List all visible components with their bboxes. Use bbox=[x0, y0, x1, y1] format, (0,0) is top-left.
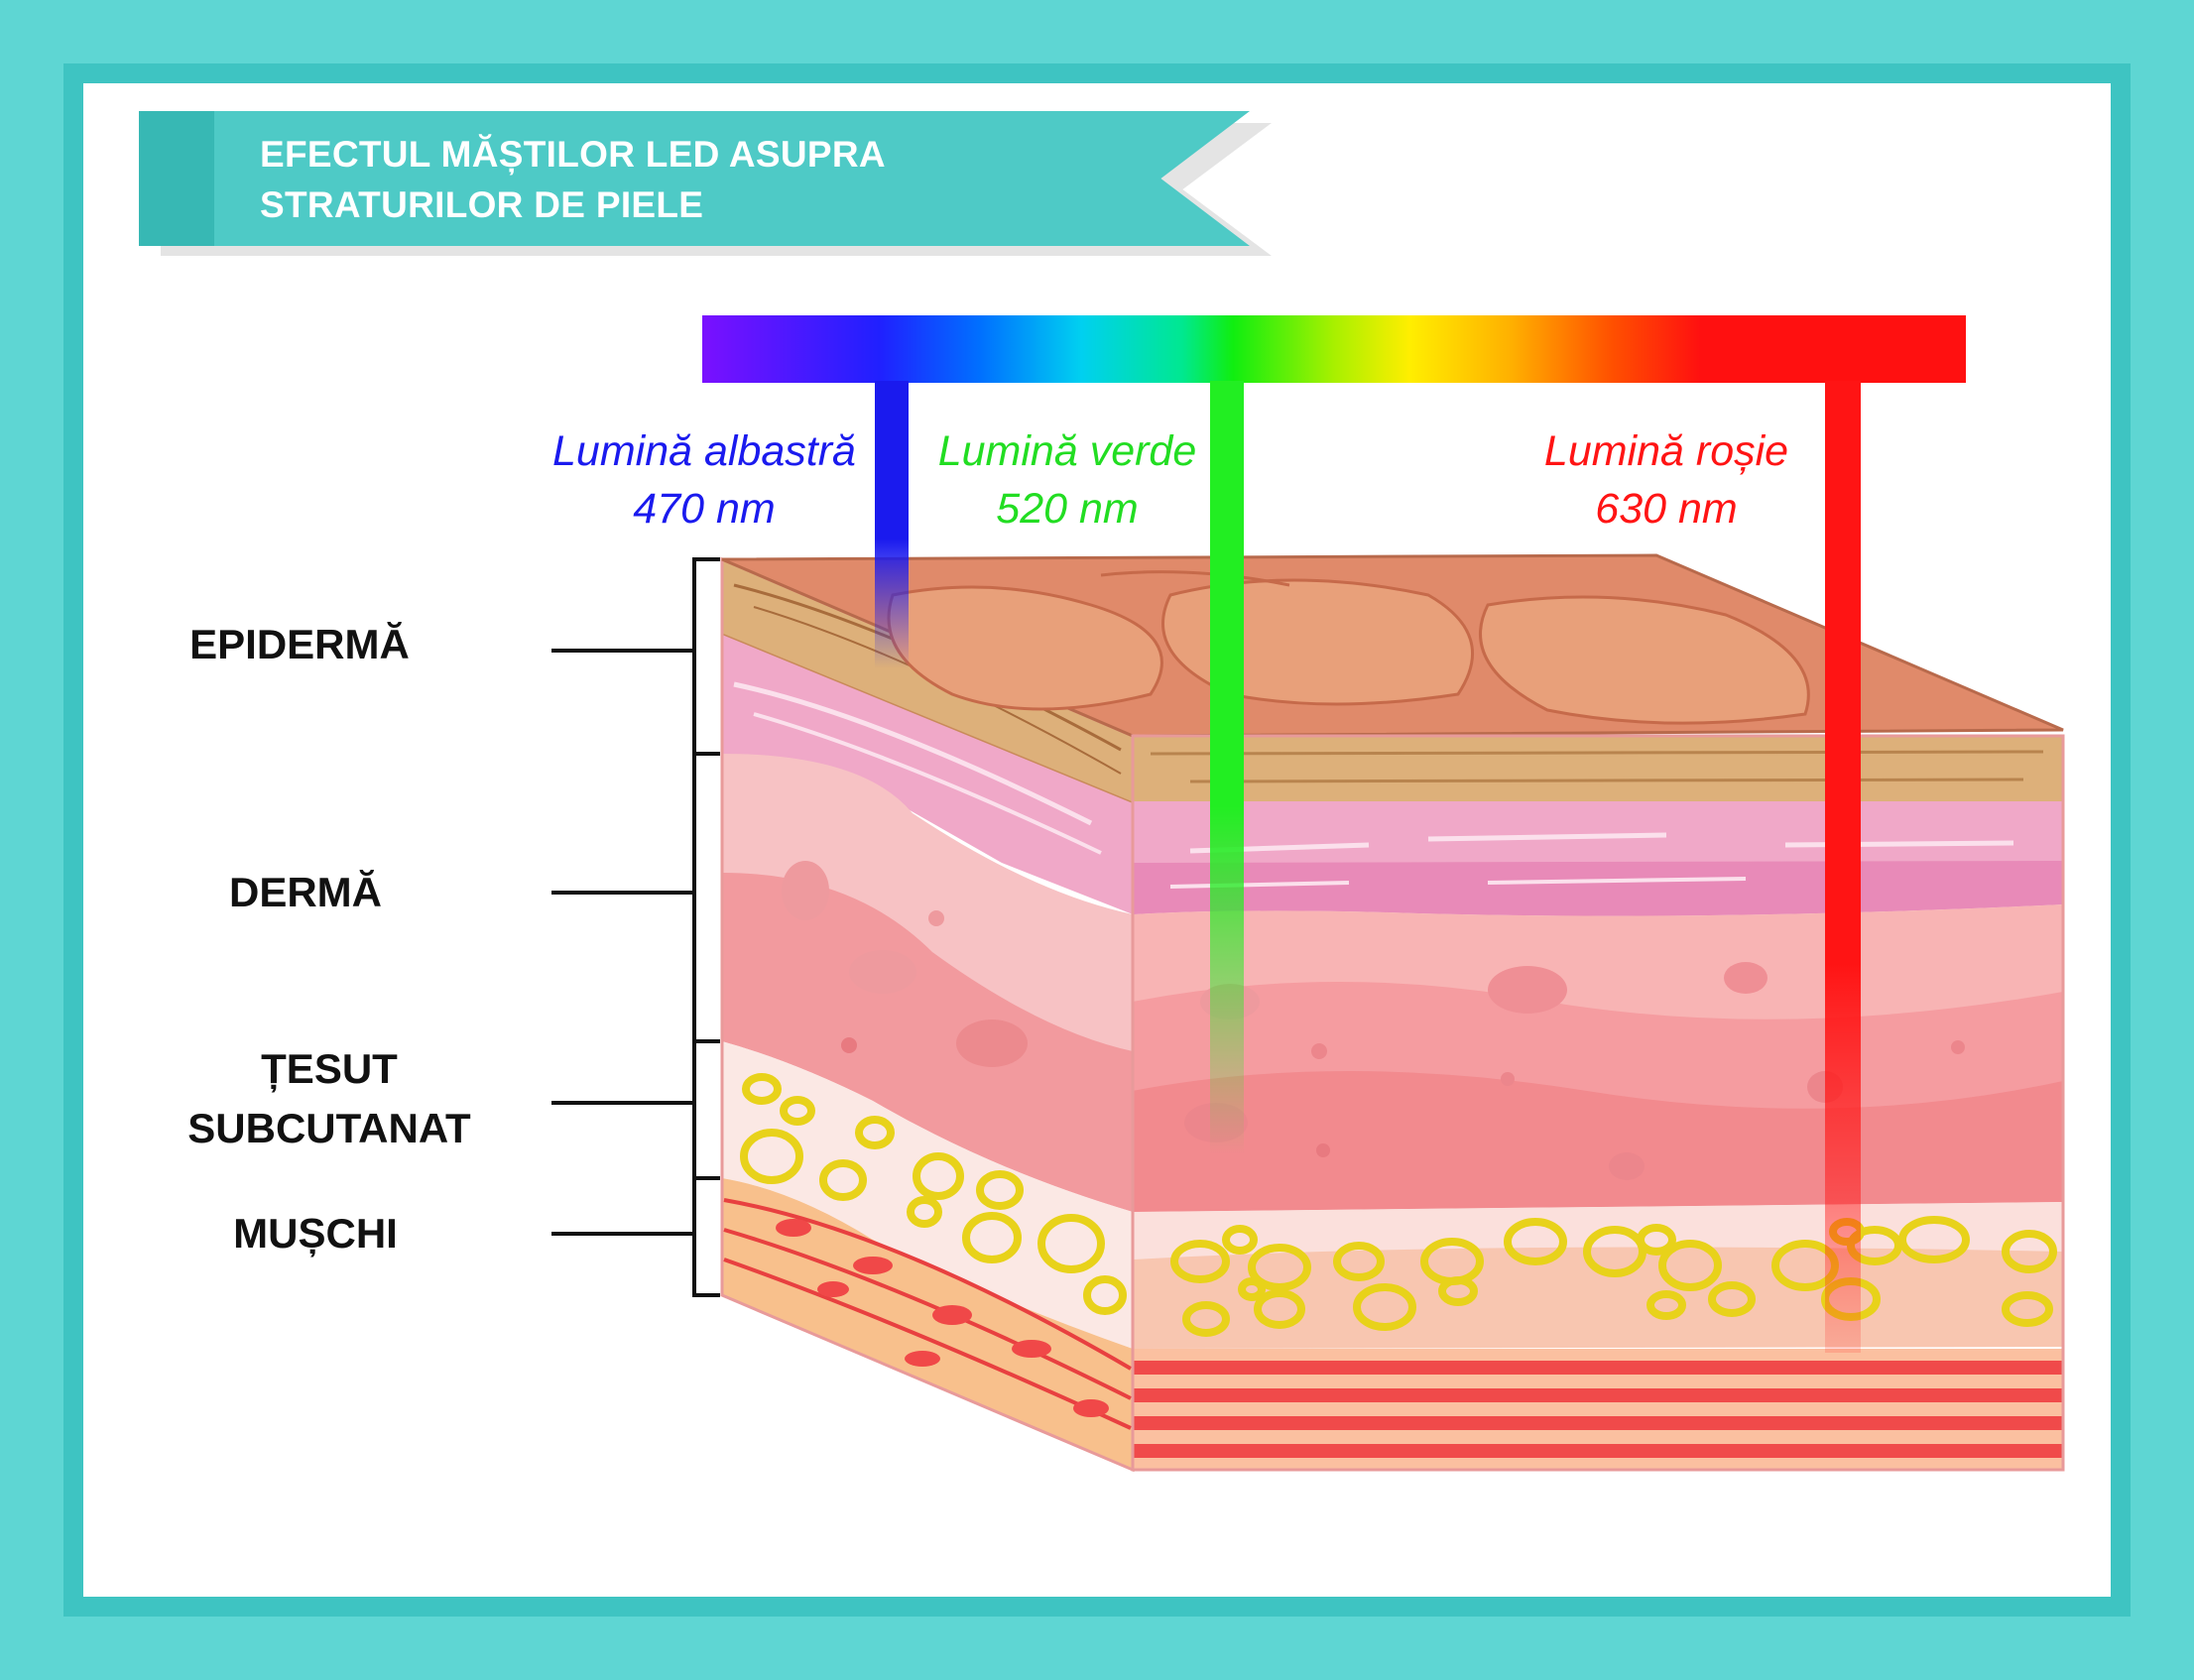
skin-block-side bbox=[720, 556, 1135, 1473]
layer-label-line: DERMĂ bbox=[229, 869, 382, 915]
title-line-1: EFECTUL MĂȘTILOR LED ASUPRA bbox=[260, 134, 886, 175]
blue-light-label: Lumină albastră 470 nm bbox=[526, 422, 883, 538]
title-banner bbox=[139, 111, 1250, 246]
layer-label-line: SUBCUTANAT bbox=[187, 1105, 471, 1151]
fat-cells bbox=[1170, 1216, 2057, 1337]
layer-label-muscle: MUȘCHI bbox=[157, 1204, 474, 1263]
layer-label-line: ȚESUT bbox=[261, 1045, 398, 1092]
red-light-name: Lumină roșie bbox=[1543, 427, 1789, 475]
title-line-2: STRATURILOR DE PIELE bbox=[260, 184, 704, 225]
light-spectrum-bar bbox=[702, 315, 1966, 383]
banner-stripe bbox=[139, 111, 214, 246]
green-light-wavelength: 520 nm bbox=[996, 485, 1139, 533]
red-light-wavelength: 630 nm bbox=[1595, 485, 1738, 533]
green-light-label: Lumină verde 520 nm bbox=[889, 422, 1246, 538]
green-light-name: Lumină verde bbox=[937, 427, 1197, 475]
blue-light-beam bbox=[875, 381, 909, 668]
muscle-layer bbox=[1133, 1349, 2063, 1470]
skin-block-front bbox=[1131, 734, 2065, 1472]
page-title: EFECTUL MĂȘTILOR LED ASUPRA STRATURILOR … bbox=[260, 129, 1133, 230]
layer-bracket bbox=[551, 557, 720, 1297]
red-light-label: Lumină roșie 630 nm bbox=[1488, 422, 1845, 538]
layer-label-line: MUȘCHI bbox=[233, 1210, 398, 1257]
blue-light-name: Lumină albastră bbox=[552, 427, 856, 475]
layer-label-subcutaneous: ȚESUT SUBCUTANAT bbox=[171, 1039, 488, 1158]
layer-label-dermis: DERMĂ bbox=[147, 863, 464, 922]
layer-label-line: EPIDERMĂ bbox=[189, 621, 410, 667]
blue-light-wavelength: 470 nm bbox=[633, 485, 776, 533]
layer-label-epidermis: EPIDERMĂ bbox=[141, 615, 458, 674]
green-light-beam bbox=[1210, 381, 1244, 1154]
red-light-beam bbox=[1825, 381, 1861, 1353]
